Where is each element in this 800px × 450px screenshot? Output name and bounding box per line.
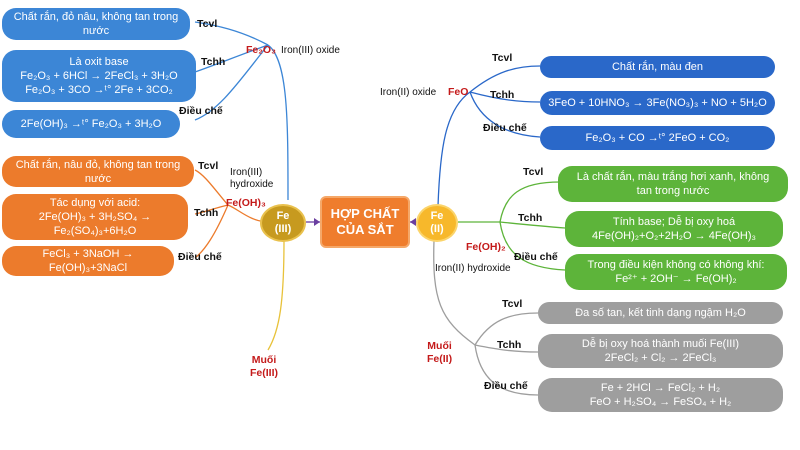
fe2-oxide-tchh-label: Tchh [490,89,515,101]
fe2-hydroxide-tchh-label: Tchh [518,212,543,224]
fe2-node-line2: (II) [430,223,444,235]
arrow-right-icon [410,218,416,226]
fe3-hydroxide-tcvl-line: nước [84,172,112,185]
fe2-salt-dieuche-line: Fe + 2HCl → FeCl₂ + H₂ [600,382,721,394]
fe3-node[interactable]: Fe (III) [260,204,306,242]
fe2-salt-tchh-label: Tchh [497,339,522,351]
fe2-oxide-dieuche-label: Điều chế [483,122,527,134]
fe3-hydroxide-dieuche-line: FeCl₃ + 3NaOH → [42,248,134,260]
fe2-hydroxide-dieuche-line: Trong điều kiện không có không khí: [587,259,765,271]
center-title-line2: CỦA SẮT [336,222,394,237]
fe2-hydroxide-tcvl-box[interactable]: Là chất rắn, màu trắng hơi xanh, không t… [558,166,788,202]
fe3-oxide-tchh-line: Fe₂O₃ + 3CO →ᵗ° 2Fe + 3CO₂ [25,84,173,96]
fe3-node-line2: (III) [274,223,292,235]
fe3-oxide-tchh-box[interactable]: Là oxit base Fe₂O₃ + 6HCl → 2FeCl₃ + 3H₂… [2,50,196,102]
fe2-salt-tcvl-line: Đa số tan, kết tinh dạng ngậm H₂O [575,307,746,319]
fe3-oxide-tcvl-box[interactable]: Chất rắn, đỏ nâu, không tan trong nước [2,8,190,40]
fe3-salt-line1: Muối [251,354,277,366]
fe2-salt-line1: Muối [427,340,452,352]
arrow-left-icon [314,218,320,226]
fe3-hydroxide-dieuche-box[interactable]: FeCl₃ + 3NaOH → Fe(OH)₃+3NaCl [2,246,174,276]
fe3-hydroxide-name: Iron(III) hydroxide [230,167,282,191]
fe3-hydroxide-name-text: Iron(III) hydroxide [230,167,274,190]
fe2-hydroxide-tcvl-line: Là chất rắn, màu trắng hơi xanh, không [576,171,770,183]
fe2-hydroxide-dieuche-line: Fe²⁺ + 2OH⁻ → Fe(OH)₂ [615,273,737,285]
fe2-salt-label[interactable]: Muối Fe(II) [427,340,452,366]
fe2-hydroxide-tcvl-label: Tcvl [523,166,544,178]
fe3-hydroxide-tchh-box[interactable]: Tác dụng với acid: 2Fe(OH)₃ + 3H₂SO₄ → F… [2,194,188,240]
fe3-salt-line2: Fe(III) [250,367,278,379]
fe2-salt-tchh-line: Dễ bị oxy hoá thành muối Fe(III) [581,338,740,350]
fe2-hydroxide-dieuche-box[interactable]: Trong điều kiện không có không khí: Fe²⁺… [565,254,787,290]
fe3-oxide-dieuche-box[interactable]: 2Fe(OH)₃ →ᵗ° Fe₂O₃ + 3H₂O [2,110,180,138]
fe3-hydroxide-tcvl-box[interactable]: Chất rắn, nâu đỏ, không tan trong nước [2,156,194,187]
fe2-oxide-dieuche-box[interactable]: Fe₂O₃ + CO →ᵗ° 2FeO + CO₂ [540,126,775,150]
fe3-oxide-tcvl-line: Chất rắn, đỏ nâu, không tan trong [13,11,179,23]
fe3-oxide-tchh-label: Tchh [201,56,226,68]
fe2-salt-tcvl-label: Tcvl [502,298,523,310]
fe3-oxide-dieuche-label: Điều chế [179,105,223,117]
fe2-oxide-tcvl-box[interactable]: Chất rắn, màu đen [540,56,775,78]
fe2-salt-dieuche-box[interactable]: Fe + 2HCl → FeCl₂ + H₂ FeO + H₂SO₄ → FeS… [538,378,783,412]
fe2-oxide-tchh-line: 3FeO + 10HNO₃ → 3Fe(NO₃)₃ + NO + 5H₂O [548,97,767,109]
fe2-oxide-tchh-box[interactable]: 3FeO + 10HNO₃ → 3Fe(NO₃)₃ + NO + 5H₂O [540,91,775,115]
fe2-hydroxide-formula: Fe(OH)₂ [466,241,506,253]
fe3-oxide-dieuche-line: 2Fe(OH)₃ →ᵗ° Fe₂O₃ + 3H₂O [20,118,162,130]
fe3-hydroxide-formula: Fe(OH)₃ [226,197,266,209]
fe3-hydroxide-tchh-line: 2Fe(OH)₃ + 3H₂SO₄ → [38,211,152,223]
fe2-salt-tchh-box[interactable]: Dễ bị oxy hoá thành muối Fe(III) 2FeCl₂ … [538,334,783,368]
fe2-oxide-dieuche-line: Fe₂O₃ + CO →ᵗ° 2FeO + CO₂ [585,132,730,144]
fe3-salt-label[interactable]: Muối Fe(III) [250,354,278,380]
fe2-hydroxide-name: Iron(II) hydroxide [435,263,511,274]
fe2-hydroxide-tchh-line: 4Fe(OH)₂+O₂+2H₂O → 4Fe(OH)₃ [592,230,756,242]
fe2-salt-dieuche-line: FeO + H₂SO₄ → FeSO₄ + H₂ [589,396,732,408]
center-title-line1: HỢP CHẤT [330,206,400,221]
fe3-oxide-tchh-line: Là oxit base [69,56,129,68]
fe3-hydroxide-tcvl-label: Tcvl [198,160,219,172]
fe2-salt-tchh-line: 2FeCl₂ + Cl₂ → 2FeCl₃ [604,352,717,364]
fe2-hydroxide-dieuche-label: Điều chế [514,251,558,263]
fe3-hydroxide-tchh-label: Tchh [194,207,219,219]
fe2-oxide-tcvl-line: Chất rắn, màu đen [611,61,704,73]
fe3-hydroxide-dieuche-label: Điều chế [178,251,222,263]
fe2-salt-line2: Fe(II) [427,353,453,365]
fe3-oxide-formula: Fe₂O₃ [246,44,276,56]
fe2-salt-tcvl-box[interactable]: Đa số tan, kết tinh dạng ngậm H₂O [538,302,783,324]
fe2-hydroxide-tchh-line: Tính base; Dễ bị oxy hoá [612,216,736,228]
fe2-oxide-formula: FeO [448,86,469,98]
fe3-node-line1: Fe [276,210,290,222]
fe3-hydroxide-tchh-line: Fe₂(SO₄)₃+6H₂O [53,225,137,237]
fe2-salt-dieuche-label: Điều chế [484,380,528,392]
fe2-hydroxide-tcvl-line: tan trong nước [636,185,710,197]
fe2-oxide-tcvl-label: Tcvl [492,52,513,64]
fe2-node[interactable]: Fe (II) [416,204,458,242]
fe2-oxide-name: Iron(II) oxide [380,87,437,98]
fe3-hydroxide-tchh-line: Tác dụng với acid: [49,197,141,209]
fe3-oxide-tchh-line: Fe₂O₃ + 6HCl → 2FeCl₃ + 3H₂O [20,70,178,82]
fe2-hydroxide-tchh-box[interactable]: Tính base; Dễ bị oxy hoá 4Fe(OH)₂+O₂+2H₂… [565,211,783,247]
fe3-oxide-name: Iron(III) oxide [281,45,340,56]
fe2-node-line1: Fe [430,210,444,222]
center-node-hop-chat-cua-sat[interactable]: HỢP CHẤT CỦA SẮT [320,196,410,248]
fe3-hydroxide-dieuche-line: Fe(OH)₃+3NaCl [48,262,128,274]
fe3-hydroxide-tcvl-line: Chất rắn, nâu đỏ, không tan trong [15,158,181,171]
fe3-oxide-tcvl-label: Tcvl [197,18,218,30]
fe3-oxide-tcvl-line: nước [82,25,110,37]
